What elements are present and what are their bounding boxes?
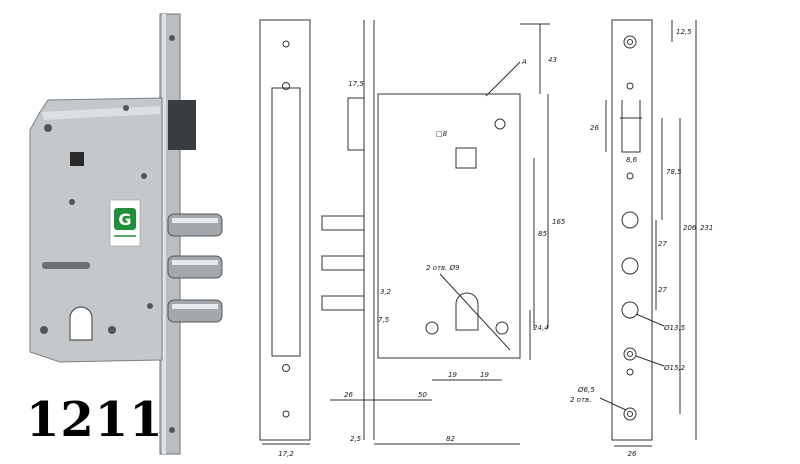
dim-82: 82 (446, 435, 455, 443)
dim-26-height: 26 (590, 124, 599, 132)
dim-3-2: 3,2 (380, 288, 392, 296)
diam-13-5: Ø13,5 (663, 324, 686, 332)
dim-85: 85 (538, 230, 547, 238)
dim-26-width: 26 (628, 450, 637, 458)
label-a: A (521, 58, 527, 66)
side-view-drawing (321, 20, 550, 445)
dim-19a: 19 (448, 371, 457, 379)
dim-231: 231 (700, 224, 713, 232)
dim-206: 206 (683, 224, 697, 232)
lock-body (29, 97, 163, 363)
model-number: 1211 (26, 392, 164, 448)
dim-19b: 19 (480, 371, 489, 379)
dim-7-5: 7,5 (378, 316, 390, 324)
dim-27b: 27 (658, 286, 667, 294)
dim-26: 26 (344, 391, 353, 399)
diam-15-2: Ø15,2 (663, 364, 686, 372)
front-plate-drawing (259, 19, 311, 445)
dim-165: 165 (552, 218, 566, 226)
holes-count: 2 отв. (570, 396, 591, 404)
dim-24-4: 24,4 (533, 324, 549, 332)
brand-logo: G (109, 199, 141, 247)
diam-6-5: Ø6,5 (577, 386, 595, 394)
dim-50: 50 (418, 391, 427, 399)
dim-12-5: 12,5 (676, 28, 692, 36)
deadbolts (167, 213, 223, 323)
latch-block (168, 100, 196, 150)
spindle-square (70, 152, 84, 166)
dim-8-6: 8,6 (626, 156, 638, 164)
dim-43: 43 (548, 56, 557, 64)
faceplate-drawing (599, 19, 697, 447)
brand-logo-letter: G (118, 210, 131, 229)
front-plate-width: 17,2 (278, 450, 294, 458)
cylinder-hole (69, 306, 93, 341)
dim-27a: 27 (658, 240, 667, 248)
dim-2-5: 2,5 (350, 435, 362, 443)
hole-label: 2 отв. Ø9 (426, 264, 460, 272)
dim-bolt-offset: 17,5 (348, 80, 364, 88)
dim-78-5: 78,5 (666, 168, 682, 176)
lock-photo: G (29, 13, 223, 455)
dim-square-size: □8 (436, 130, 448, 138)
